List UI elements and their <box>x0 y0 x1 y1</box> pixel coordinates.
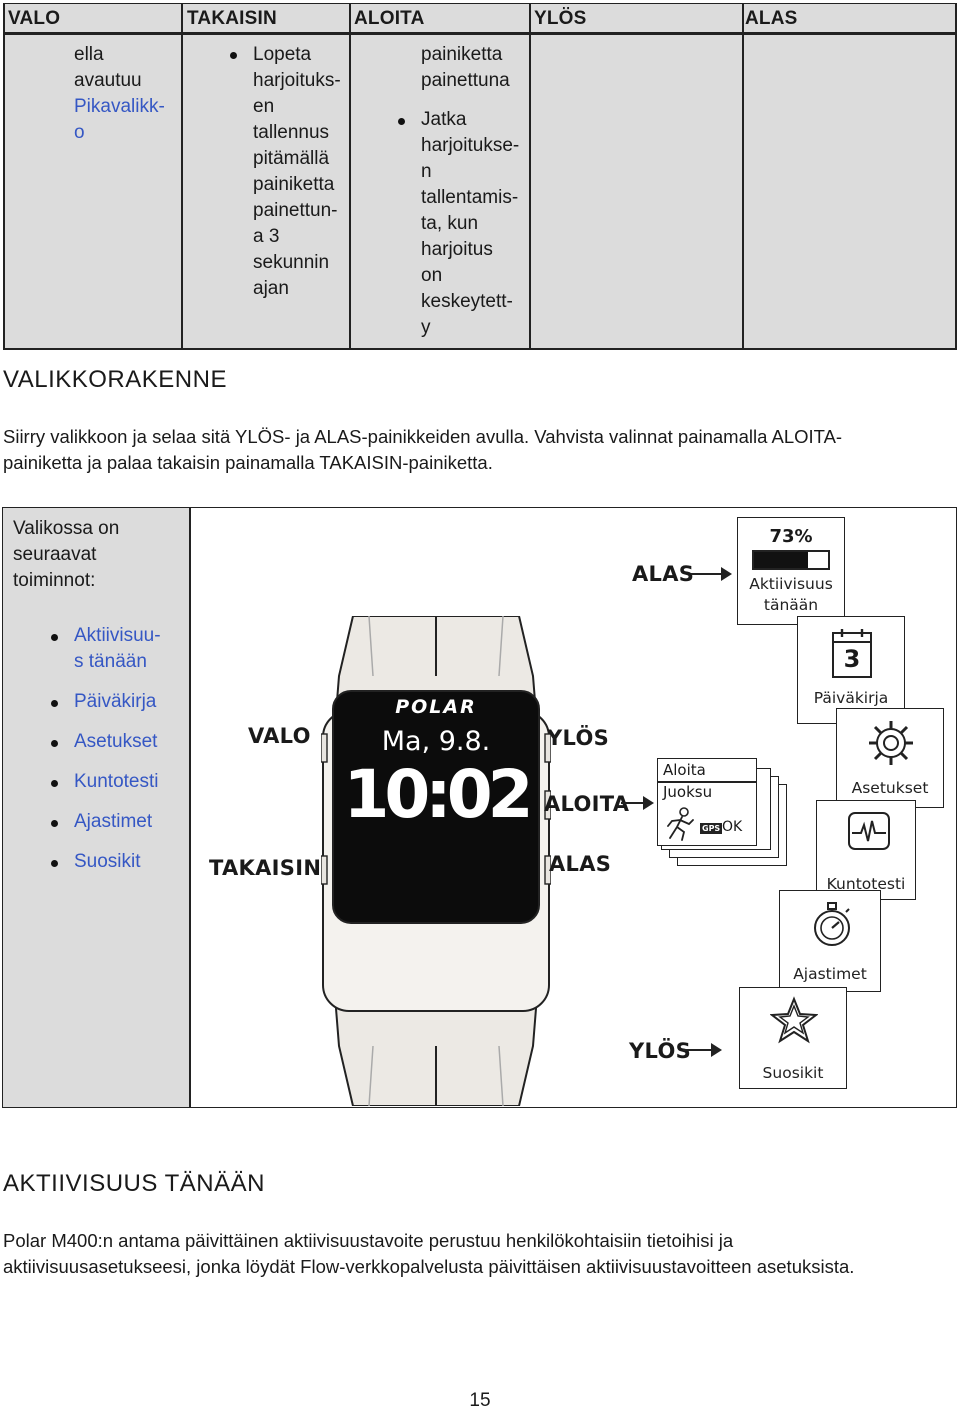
bullet-icon <box>51 634 58 641</box>
tile-ajastimet: Ajastimet <box>779 890 881 992</box>
activity-bar-fill <box>754 552 808 568</box>
menu-intro: Valikossa on seuraavat toiminnot: <box>13 516 119 594</box>
runner-icon <box>662 807 698 841</box>
start-card-line1: Aloita <box>663 761 706 779</box>
table-border <box>529 3 531 350</box>
table-border <box>3 348 956 350</box>
header-col-valo: VALO <box>8 8 60 30</box>
menu-diagram: POLAR Ma, 9.8. 10:02 VALO TAKAISIN YLÖS … <box>191 510 955 1106</box>
header-row: VALO TAKAISIN ALOITA YLÖS ALAS <box>3 3 956 33</box>
tile-suosikit: Suosikit <box>739 987 847 1089</box>
tile-label: Päiväkirja <box>798 689 904 707</box>
start-card-line2: Juoksu <box>663 783 712 801</box>
section-heading-aktiivisuus: AKTIIVISUUS TÄNÄÄN <box>3 1170 265 1198</box>
header-col-ylos: YLÖS <box>534 8 587 30</box>
table-border <box>3 3 5 350</box>
section-heading-valikkorakenne: VALIKKORAKENNE <box>3 366 227 394</box>
table-border <box>349 3 351 350</box>
col3-text: painiketta painettuna <box>421 42 510 94</box>
menu-link-asetukset[interactable]: Asetukset <box>74 729 157 755</box>
tile-asetukset: Asetukset <box>836 708 944 808</box>
col3-bullet-text: Jatka harjoitukse- n tallentamis- ta, ku… <box>421 107 519 341</box>
col2-text: Lopeta harjoituks- en tallennus pitämäll… <box>253 42 341 302</box>
col1-text: ella avautuu Pikavalikk- o <box>74 42 165 146</box>
menu-link-paivakirja[interactable]: Päiväkirja <box>74 689 156 715</box>
tile-activity: 73% Aktiivisuus tänään <box>737 517 845 625</box>
table-border <box>742 3 744 350</box>
bullet-icon <box>51 700 58 707</box>
table-border <box>181 3 183 350</box>
menu-link-ajastimet[interactable]: Ajastimet <box>74 809 152 835</box>
activity-bar <box>752 550 830 570</box>
header-col-takaisin: TAKAISIN <box>187 8 277 30</box>
pikavalikko-link[interactable]: Pikavalikk- o <box>74 94 165 146</box>
tile-label: Asetukset <box>837 779 943 797</box>
table-border <box>3 33 956 35</box>
page-number: 15 <box>0 1390 960 1412</box>
start-card: Aloita Juoksu GPS OK <box>657 758 757 846</box>
tile-label: Suosikit <box>740 1064 846 1082</box>
menu-link-suosikit[interactable]: Suosikit <box>74 849 141 875</box>
section1-paragraph: Siirry valikkoon ja selaa sitä YLÖS- ja … <box>3 424 842 476</box>
table-border <box>955 3 957 350</box>
gps-status: OK <box>722 819 742 835</box>
bullet-icon <box>51 820 58 827</box>
menu-link-aktiivisuus[interactable]: Aktiivisuu- s tänään <box>74 623 161 675</box>
header-col-aloita: ALOITA <box>354 8 425 30</box>
header-col-alas: ALAS <box>745 8 798 30</box>
tile-label: Ajastimet <box>780 965 880 983</box>
arrow-right-icon <box>683 1043 722 1057</box>
calendar-day: 3 <box>830 645 874 673</box>
activity-percent: 73% <box>738 526 844 547</box>
bullet-icon <box>51 780 58 787</box>
arrow-right-icon <box>691 567 732 581</box>
gps-icon: GPS <box>700 823 722 834</box>
heart-monitor-icon <box>847 811 891 855</box>
menu-link-kuntotesti[interactable]: Kuntotesti <box>74 769 159 795</box>
bullet-icon <box>51 740 58 747</box>
activity-label: Aktiivisuus tänään <box>738 574 844 616</box>
arrow-right-icon <box>621 796 654 810</box>
tile-kuntotesti: Kuntotesti <box>816 800 916 900</box>
bullet-icon <box>398 118 405 125</box>
star-icon <box>770 996 818 1044</box>
section2-paragraph: Polar M400:n antama päivittäinen aktiivi… <box>3 1228 854 1280</box>
bullet-icon <box>230 52 237 59</box>
gear-icon <box>867 719 915 767</box>
stopwatch-icon <box>810 901 854 949</box>
bullet-icon <box>51 860 58 867</box>
